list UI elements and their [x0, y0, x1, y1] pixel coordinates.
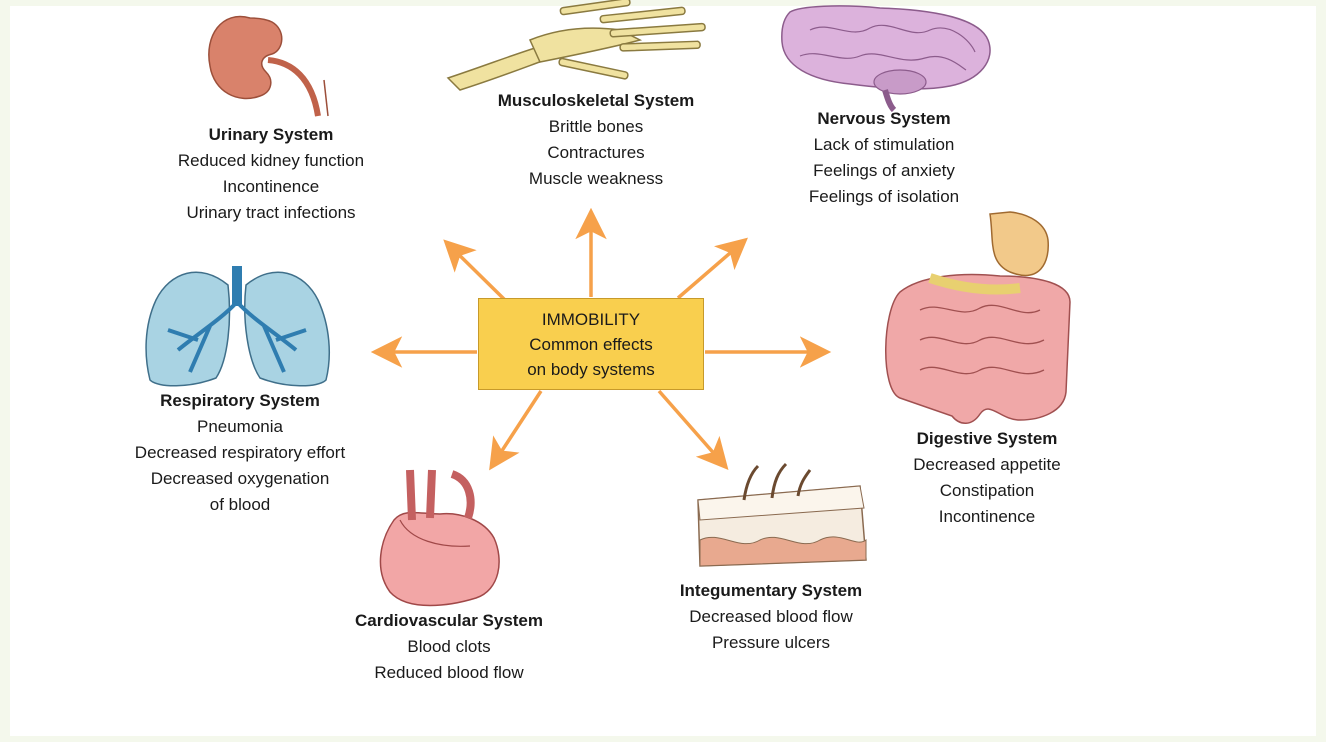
integumentary-system-item: Decreased blood flow [624, 604, 918, 630]
hand-bones-icon [448, 0, 705, 90]
musculoskeletal-system-title: Musculoskeletal System [448, 88, 744, 114]
respiratory-system-item: Pneumonia [74, 414, 406, 440]
center-line-2: on body systems [479, 357, 703, 382]
urinary-system-item: Incontinence [130, 174, 412, 200]
integumentary-system-group: Integumentary System Decreased blood flo… [624, 578, 918, 656]
musculoskeletal-system-item: Brittle bones [448, 114, 744, 140]
respiratory-system-group: Respiratory System Pneumonia Decreased r… [74, 388, 406, 518]
cardiovascular-system-item: Blood clots [300, 634, 598, 660]
arrow-cardiovascular [492, 391, 541, 466]
arrow-nervous [678, 241, 744, 298]
nervous-system-group: Nervous System Lack of stimulation Feeli… [766, 106, 1002, 210]
arrow-urinary [447, 243, 505, 300]
integumentary-system-item: Pressure ulcers [624, 630, 918, 656]
center-box: IMMOBILITY Common effects on body system… [478, 298, 704, 390]
digestive-system-group: Digestive System Decreased appetite Cons… [862, 426, 1112, 530]
lungs-icon [146, 266, 329, 386]
digestive-system-item: Constipation [862, 478, 1112, 504]
arrow-integumentary [659, 391, 725, 466]
respiratory-system-item: Decreased oxygenation [74, 466, 406, 492]
urinary-system-group: Urinary System Reduced kidney function I… [130, 122, 412, 226]
urinary-system-title: Urinary System [130, 122, 412, 148]
skin-icon [698, 464, 866, 566]
kidney-icon [209, 17, 328, 116]
urinary-system-item: Urinary tract infections [130, 200, 412, 226]
musculoskeletal-system-group: Musculoskeletal System Brittle bones Con… [448, 88, 744, 192]
digestive-system-item: Decreased appetite [862, 452, 1112, 478]
cardiovascular-system-item: Reduced blood flow [300, 660, 598, 686]
brain-icon [782, 6, 990, 110]
digestive-system-item: Incontinence [862, 504, 1112, 530]
integumentary-system-title: Integumentary System [624, 578, 918, 604]
respiratory-system-item: Decreased respiratory effort [74, 440, 406, 466]
respiratory-system-title: Respiratory System [74, 388, 406, 414]
musculoskeletal-system-item: Contractures [448, 140, 744, 166]
musculoskeletal-system-item: Muscle weakness [448, 166, 744, 192]
center-title: IMMOBILITY [479, 307, 703, 332]
digestive-tract-icon [886, 212, 1070, 423]
nervous-system-title: Nervous System [766, 106, 1002, 132]
cardiovascular-system-group: Cardiovascular System Blood clots Reduce… [300, 608, 598, 686]
cardiovascular-system-title: Cardiovascular System [300, 608, 598, 634]
urinary-system-item: Reduced kidney function [130, 148, 412, 174]
nervous-system-item: Feelings of isolation [766, 184, 1002, 210]
nervous-system-item: Lack of stimulation [766, 132, 1002, 158]
respiratory-system-item: of blood [74, 492, 406, 518]
digestive-system-title: Digestive System [862, 426, 1112, 452]
nervous-system-item: Feelings of anxiety [766, 158, 1002, 184]
center-line-1: Common effects [479, 332, 703, 357]
